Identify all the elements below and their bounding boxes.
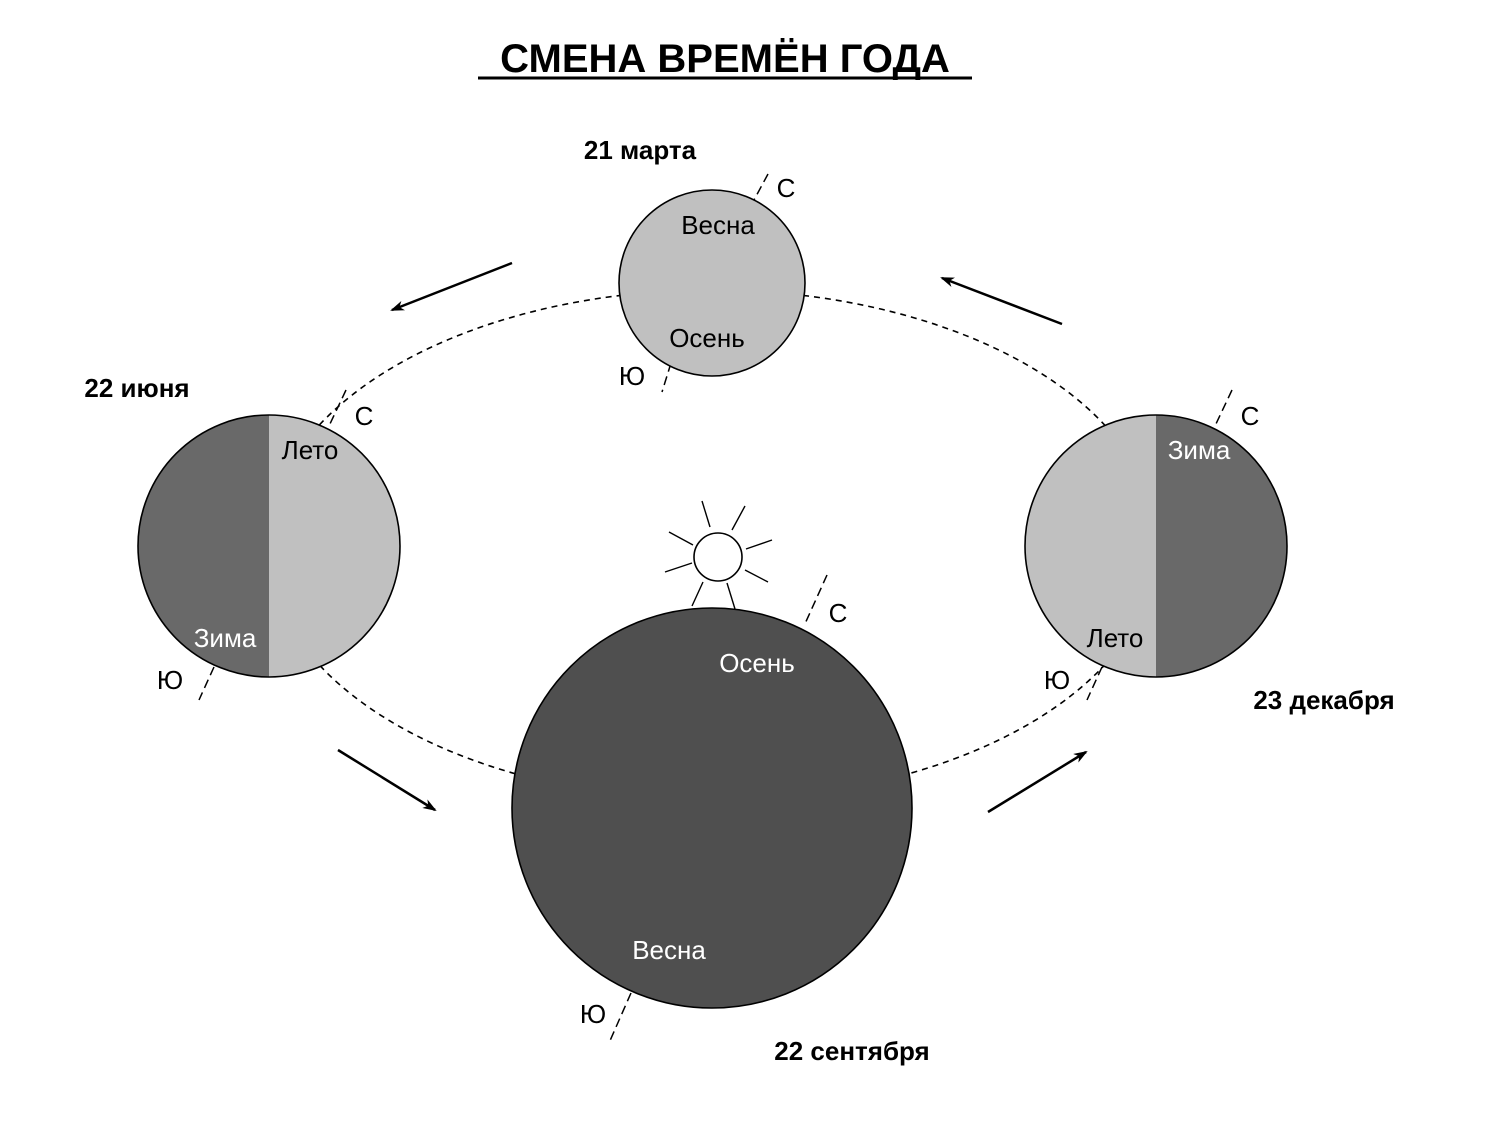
sun-icon	[664, 500, 773, 610]
globe-march	[618, 189, 806, 377]
date-label-march: 21 марта	[584, 135, 697, 165]
season-top-march: Весна	[681, 210, 755, 240]
north-label-september: С	[829, 598, 848, 628]
south-label-september: Ю	[580, 999, 606, 1029]
season-bottom-march: Осень	[669, 323, 745, 353]
season-top-september: Осень	[719, 648, 795, 678]
earth-december: 23 декабря С Ю Зима Лето	[1024, 389, 1395, 715]
south-label-december: Ю	[1044, 665, 1070, 695]
axis-north-december	[1214, 389, 1233, 427]
orbit-direction-arrow-bottom-left	[337, 748, 437, 812]
season-bottom-june: Зима	[194, 623, 257, 653]
date-label-december: 23 декабря	[1253, 685, 1394, 715]
south-label-march: Ю	[619, 361, 645, 391]
orbit-direction-arrow-bottom-right	[987, 750, 1088, 814]
orbit-direction-arrow-top-left	[390, 261, 513, 312]
axis-south-december	[1086, 666, 1103, 701]
season-top-june: Лето	[282, 435, 339, 465]
axis-north-march	[753, 173, 769, 201]
axis-north-june	[328, 389, 347, 427]
globe-september	[511, 607, 913, 1009]
axis-south-september	[608, 992, 632, 1044]
page-title: СМЕНА ВРЕМЁН ГОДА	[500, 37, 950, 81]
orbit-direction-arrow-top-right	[940, 276, 1063, 326]
season-bottom-december: Лето	[1087, 623, 1144, 653]
date-label-september: 22 сентября	[774, 1036, 929, 1066]
south-label-june: Ю	[157, 665, 183, 695]
north-label-december: С	[1241, 401, 1260, 431]
date-label-june: 22 июня	[84, 373, 189, 403]
north-label-june: С	[355, 401, 374, 431]
north-label-march: С	[777, 173, 796, 203]
season-top-december: Зима	[1168, 435, 1231, 465]
axis-north-september	[803, 574, 828, 627]
axis-south-june	[198, 666, 215, 701]
axis-south-march	[661, 362, 672, 393]
earth-september: 22 сентября С Ю Осень Весна	[511, 574, 930, 1066]
season-bottom-september: Весна	[632, 935, 706, 965]
earth-june: 22 июня С Ю Лето Зима	[84, 373, 401, 701]
globe-december	[1024, 414, 1288, 678]
earth-march: 21 марта С Ю Весна Осень	[584, 135, 806, 393]
globe-june	[137, 414, 401, 678]
